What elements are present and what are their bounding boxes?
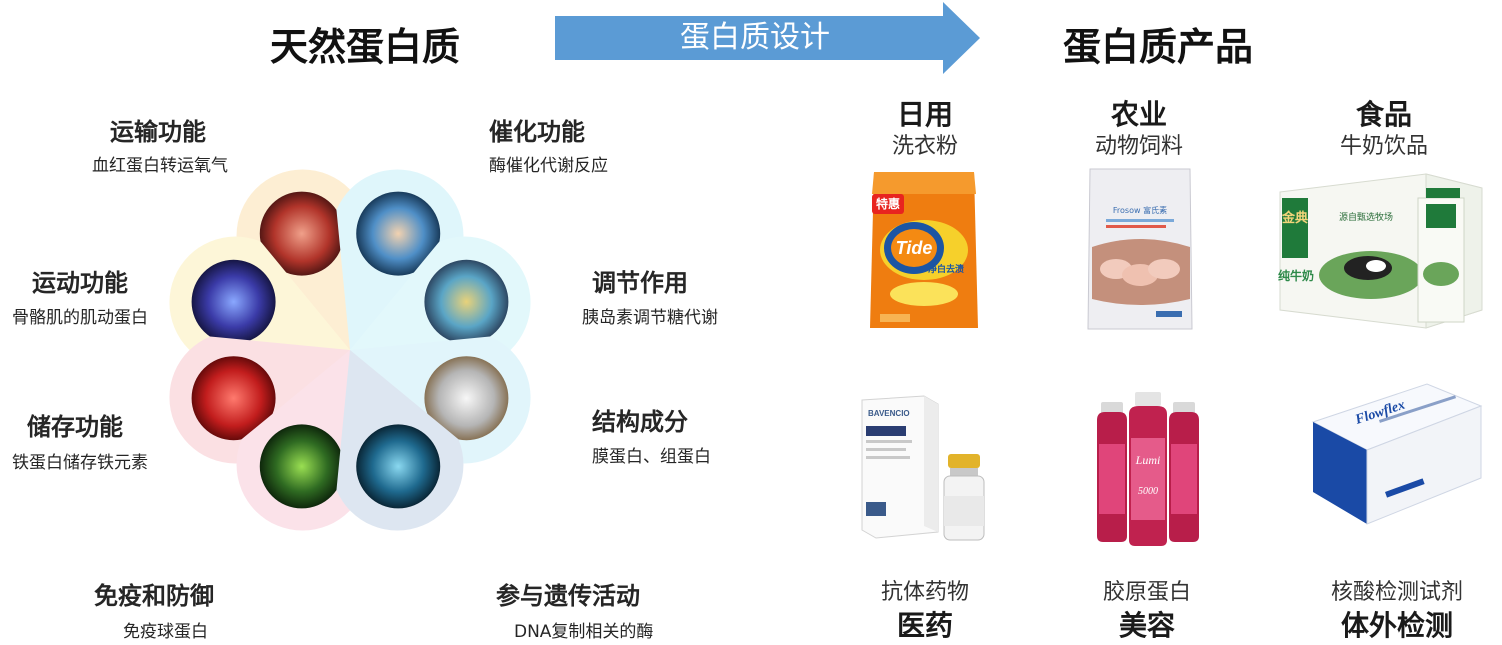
function-desc-regulation: 胰岛素调节糖代谢 — [582, 308, 718, 328]
function-desc-immunity: 免疫球蛋白 — [123, 622, 208, 642]
milk-tag: 源自甄选牧场 — [1339, 211, 1393, 223]
category-title-agriculture: 农业 — [1110, 98, 1167, 131]
petal-catalysis — [336, 169, 464, 350]
collagen-drink-image: Lumi 5000 — [1093, 390, 1203, 548]
drug-brand: BAVENCIO — [868, 409, 910, 418]
petal-transport — [236, 169, 364, 350]
petal-motion — [169, 236, 350, 364]
product-title-beauty: 美容 — [1118, 609, 1175, 642]
function-title-motion: 运动功能 — [32, 269, 128, 297]
product-sub-collagen: 胶原蛋白 — [1102, 580, 1191, 605]
function-title-storage: 储存功能 — [27, 413, 123, 441]
product-sub-antibody: 抗体药物 — [880, 580, 969, 605]
function-image-structure — [424, 356, 509, 441]
product-title-medicine: 医药 — [896, 609, 953, 642]
lumi-bottle-left — [1097, 402, 1127, 542]
lumi-bottle-right — [1169, 402, 1199, 542]
petal-genetics — [336, 350, 464, 531]
function-image-catalysis — [356, 191, 441, 276]
function-image-genetics — [356, 424, 441, 509]
function-image-immunity — [259, 424, 344, 509]
lumi-bottle-center: Lumi 5000 — [1129, 392, 1167, 546]
function-image-motion — [191, 259, 276, 344]
petal-storage — [169, 336, 350, 464]
protein-products-title: 蛋白质产品 — [1063, 25, 1254, 69]
petal-immunity — [236, 350, 364, 531]
milk-brand: 金典 — [1281, 210, 1308, 226]
animal-feed-package-image: Frosow 富氏素 — [1086, 165, 1194, 333]
tide-badge: 特惠 — [876, 196, 900, 211]
function-desc-structure: 膜蛋白、组蛋白 — [592, 447, 711, 467]
function-desc-motion: 骨骼肌的肌动蛋白 — [12, 308, 148, 328]
protein-function-flower — [160, 150, 540, 600]
function-desc-storage: 铁蛋白储存铁元素 — [12, 453, 148, 473]
product-title-ivd: 体外检测 — [1340, 609, 1453, 642]
detergent-package-image: 特惠 Tide 净白去渍 — [868, 168, 980, 332]
category-title-food: 食品 — [1355, 98, 1412, 131]
function-image-storage — [191, 356, 276, 441]
category-sub-agriculture: 动物饲料 — [1094, 134, 1183, 159]
protein-design-arrow: 蛋白质设计 — [555, 2, 980, 74]
feed-brand: Frosow 富氏素 — [1113, 205, 1167, 215]
function-title-transport: 运输功能 — [110, 118, 206, 146]
category-sub-food: 牛奶饮品 — [1339, 134, 1428, 159]
category-title-daily: 日用 — [896, 98, 953, 131]
antibody-drug-package-image: BAVENCIO — [852, 392, 994, 548]
arrow-shape — [555, 2, 980, 74]
function-title-catalysis: 催化功能 — [489, 118, 585, 146]
milk-package-image: 金典 纯牛奶 源自甄选牧场 — [1276, 170, 1486, 332]
function-desc-catalysis: 酶催化代谢反应 — [489, 156, 608, 176]
lumi-number: 5000 — [1138, 486, 1158, 497]
function-title-immunity: 免疫和防御 — [94, 582, 214, 610]
function-image-regulation — [424, 259, 509, 344]
tide-tag: 净白去渍 — [928, 263, 964, 275]
product-sub-nucleic-test: 核酸检测试剂 — [1330, 580, 1463, 605]
natural-protein-title: 天然蛋白质 — [270, 25, 461, 69]
arrow-label: 蛋白质设计 — [680, 20, 830, 55]
function-desc-transport: 血红蛋白转运氧气 — [92, 156, 228, 176]
tide-brand: Tide — [896, 238, 933, 258]
function-image-transport — [259, 191, 344, 276]
petal-structure — [350, 336, 531, 464]
nucleic-acid-test-kit-image: Flowflex — [1309, 380, 1485, 528]
milk-name: 纯牛奶 — [1278, 268, 1314, 283]
function-title-regulation: 调节作用 — [592, 269, 688, 297]
function-title-structure: 结构成分 — [592, 408, 688, 436]
category-sub-daily: 洗衣粉 — [891, 134, 958, 159]
lumi-brand: Lumi — [1135, 453, 1161, 467]
function-title-genetics: 参与遗传活动 — [496, 582, 640, 610]
function-desc-genetics: DNA复制相关的酶 — [514, 622, 654, 642]
petal-regulation — [350, 236, 531, 364]
